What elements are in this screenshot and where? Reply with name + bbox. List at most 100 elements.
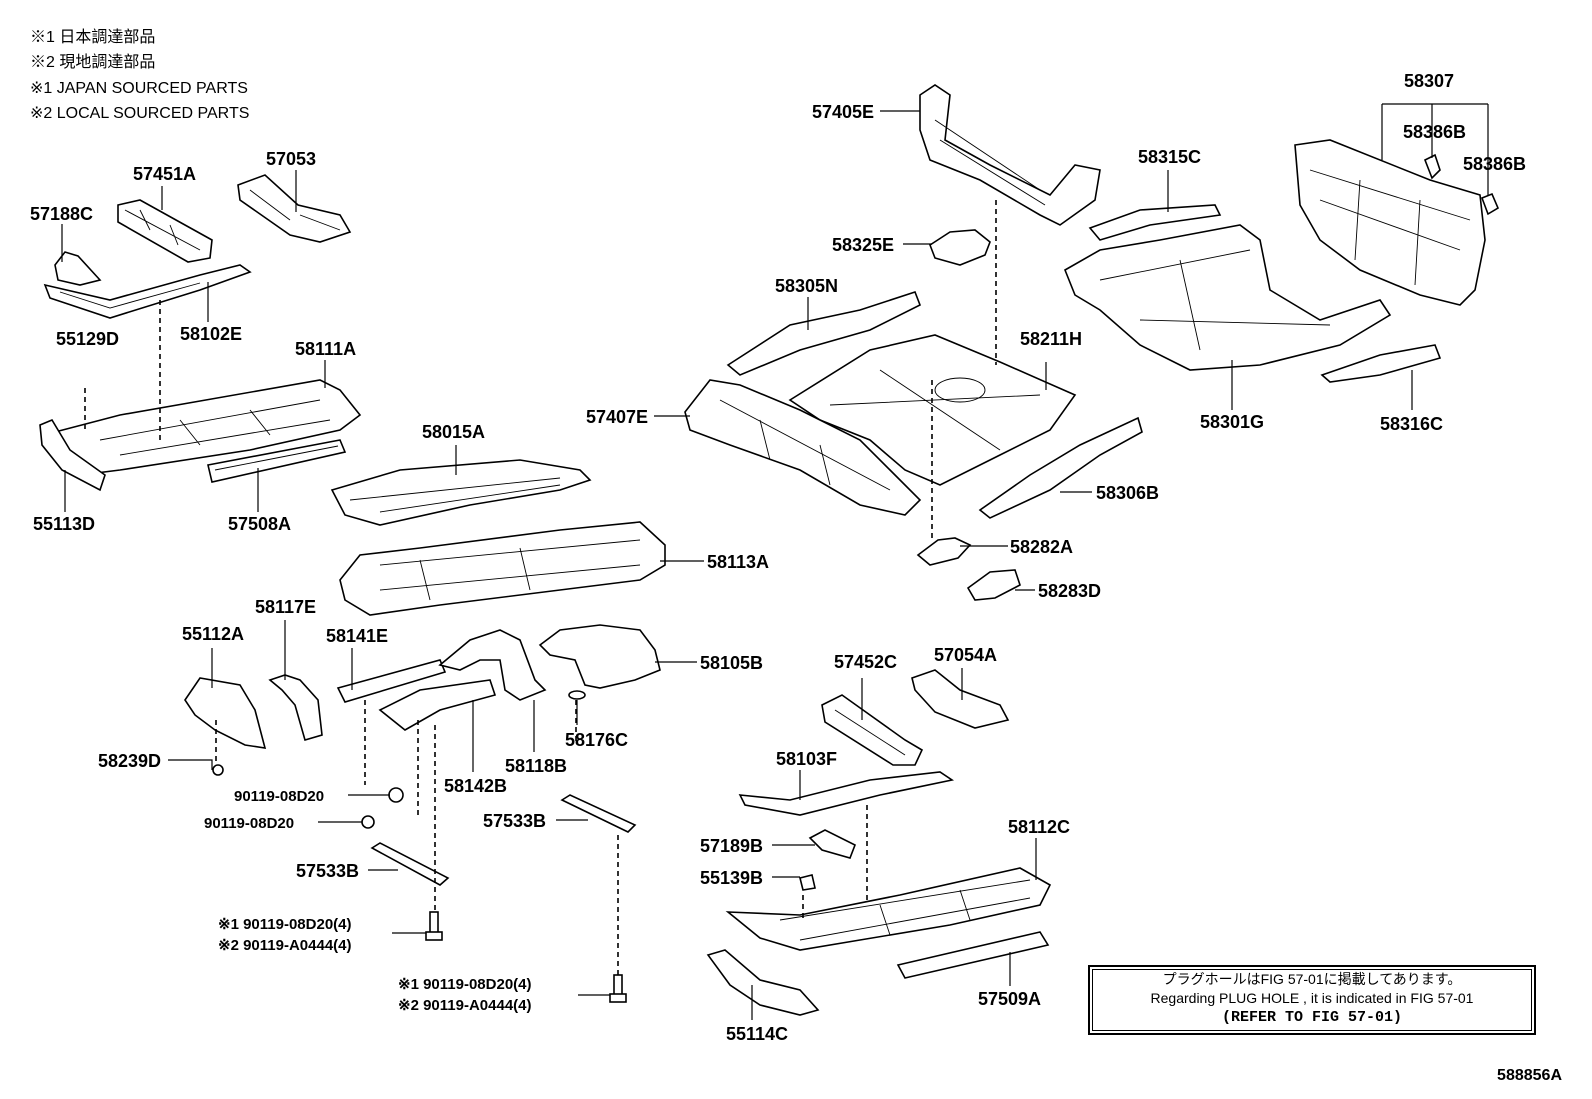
- label-57188C: 57188C: [30, 204, 93, 224]
- label-58239D: 58239D: [98, 751, 161, 771]
- label-58325E: 58325E: [832, 235, 894, 255]
- label-58283D: 58283D: [1038, 581, 1101, 601]
- part-58105B-shape: [538, 624, 661, 689]
- part-57508A-shape: [207, 439, 347, 483]
- label-bolt-90119-08D20-a: 90119-08D20: [234, 788, 324, 805]
- part-58142B-shape: [378, 679, 497, 731]
- part-58239D-shape: [212, 764, 224, 776]
- part-55114C-shape: [706, 949, 820, 1016]
- part-57053-shape: [237, 174, 352, 243]
- label-58307: 58307: [1404, 71, 1454, 91]
- part-57533B-right-shape: [560, 794, 637, 833]
- label-58316C: 58316C: [1380, 414, 1443, 434]
- part-58141E-shape: [336, 659, 447, 703]
- assembly-lines: [84, 200, 997, 975]
- part-58111A-shape: [54, 379, 362, 476]
- part-57533B-left-shape: [370, 842, 450, 886]
- note-japan-sourced-en: ※1 JAPAN SOURCED PARTS: [30, 80, 248, 97]
- part-55113D-shape: [39, 418, 106, 492]
- part-58325E-shape: [929, 229, 991, 266]
- label-58118B: 58118B: [505, 756, 567, 776]
- part-58015A-shape: [330, 459, 592, 526]
- part-58307-shape: [1294, 139, 1486, 306]
- label-58315C: 58315C: [1138, 147, 1201, 167]
- label-58306B: 58306B: [1096, 483, 1159, 503]
- label-58211H: 58211H: [1020, 329, 1082, 349]
- part-58386B-a-shape: [1423, 153, 1441, 180]
- part-58176C-shape: [568, 690, 586, 700]
- plug-hole-reference-box: プラグホールはFIG 57-01に掲載してあります。 Regarding PLU…: [1088, 965, 1536, 1035]
- illustration-id: 588856A: [1497, 1067, 1562, 1084]
- label-58117E: 58117E: [255, 597, 316, 617]
- part-57407E-shape: [684, 379, 922, 516]
- part-57405E-shape: [919, 84, 1101, 226]
- label-58112C: 58112C: [1008, 817, 1070, 837]
- part-57452C-shape: [821, 694, 924, 766]
- part-57451A-shape: [117, 199, 213, 263]
- part-58301G-shape: [1063, 224, 1392, 371]
- label-bolt-90119-08D20-b: 90119-08D20: [204, 815, 294, 832]
- label-58141E: 58141E: [326, 626, 388, 646]
- label-57508A: 57508A: [228, 514, 291, 534]
- label-left-bolt-set-local: ※2 90119-A0444(4): [218, 937, 352, 954]
- label-58301G: 58301G: [1200, 412, 1264, 432]
- label-58102E: 58102E: [180, 324, 242, 344]
- part-55139B-shape: [799, 874, 816, 891]
- label-58386B-b: 58386B: [1463, 154, 1526, 174]
- part-58103F-shape: [738, 771, 955, 816]
- part-55112A-shape: [184, 677, 267, 749]
- leader-lines: [61, 103, 1489, 1020]
- label-57533B-right: 57533B: [483, 811, 546, 831]
- label-55114C: 55114C: [726, 1024, 788, 1044]
- label-57509A: 57509A: [978, 989, 1041, 1009]
- label-58176C: 58176C: [565, 730, 628, 750]
- label-55113D: 55113D: [33, 514, 95, 534]
- label-58282A: 58282A: [1010, 537, 1073, 557]
- part-58117E-shape: [268, 674, 323, 741]
- part-57054A-shape: [911, 669, 1010, 729]
- label-57407E: 57407E: [586, 407, 648, 427]
- label-57405E: 57405E: [812, 102, 874, 122]
- label-left-bolt-set-japan: ※1 90119-08D20(4): [218, 916, 352, 933]
- note-local-sourced-en: ※2 LOCAL SOURCED PARTS: [30, 105, 250, 122]
- label-57054A: 57054A: [934, 645, 997, 665]
- label-58386B-a: 58386B: [1403, 122, 1466, 142]
- label-57451A: 57451A: [133, 164, 196, 184]
- part-58316C-shape: [1320, 344, 1442, 383]
- label-58105B: 58105B: [700, 653, 763, 673]
- note-japan-sourced-jp: ※1 日本調達部品: [30, 29, 156, 46]
- label-55139B: 55139B: [700, 868, 763, 888]
- label-right-bolt-set-japan: ※1 90119-08D20(4): [398, 976, 532, 993]
- label-55112A: 55112A: [182, 624, 244, 644]
- part-58102E-shape: [43, 264, 252, 319]
- part-57188C-shape: [54, 251, 102, 286]
- label-58142B: 58142B: [444, 776, 507, 796]
- part-58282A-shape: [916, 537, 972, 566]
- part-58386B-b-shape: [1480, 192, 1500, 216]
- label-58015A: 58015A: [422, 422, 485, 442]
- reference-note-jp: プラグホールはFIG 57-01に掲載してあります。: [1162, 971, 1462, 987]
- part-58113A-shape: [339, 521, 666, 616]
- reference-note-en: Regarding PLUG HOLE , it is indicated in…: [1150, 990, 1474, 1006]
- part-58112C-shape: [725, 867, 1052, 951]
- part-57509A-shape: [896, 931, 1050, 979]
- label-58103F: 58103F: [776, 749, 837, 769]
- label-58305N: 58305N: [775, 276, 838, 296]
- part-57189B-shape: [808, 829, 857, 859]
- note-local-sourced-jp: ※2 現地調達部品: [30, 54, 156, 71]
- part-58306B-shape: [978, 416, 1143, 519]
- label-58113A: 58113A: [707, 552, 769, 572]
- label-55129D: 55129D: [56, 329, 119, 349]
- label-57053: 57053: [266, 149, 316, 169]
- part-58283D-shape: [966, 569, 1021, 601]
- label-57452C: 57452C: [834, 652, 897, 672]
- label-57189B: 57189B: [700, 836, 763, 856]
- label-right-bolt-set-local: ※2 90119-A0444(4): [398, 997, 532, 1014]
- label-57533B-left: 57533B: [296, 861, 359, 881]
- label-58111A: 58111A: [295, 339, 356, 359]
- part-58118B-shape: [438, 629, 547, 701]
- part-58315C-shape: [1088, 204, 1222, 241]
- reference-note-refer: (REFER TO FIG 57-01): [1221, 1009, 1403, 1026]
- part-58305N-shape: [726, 291, 922, 376]
